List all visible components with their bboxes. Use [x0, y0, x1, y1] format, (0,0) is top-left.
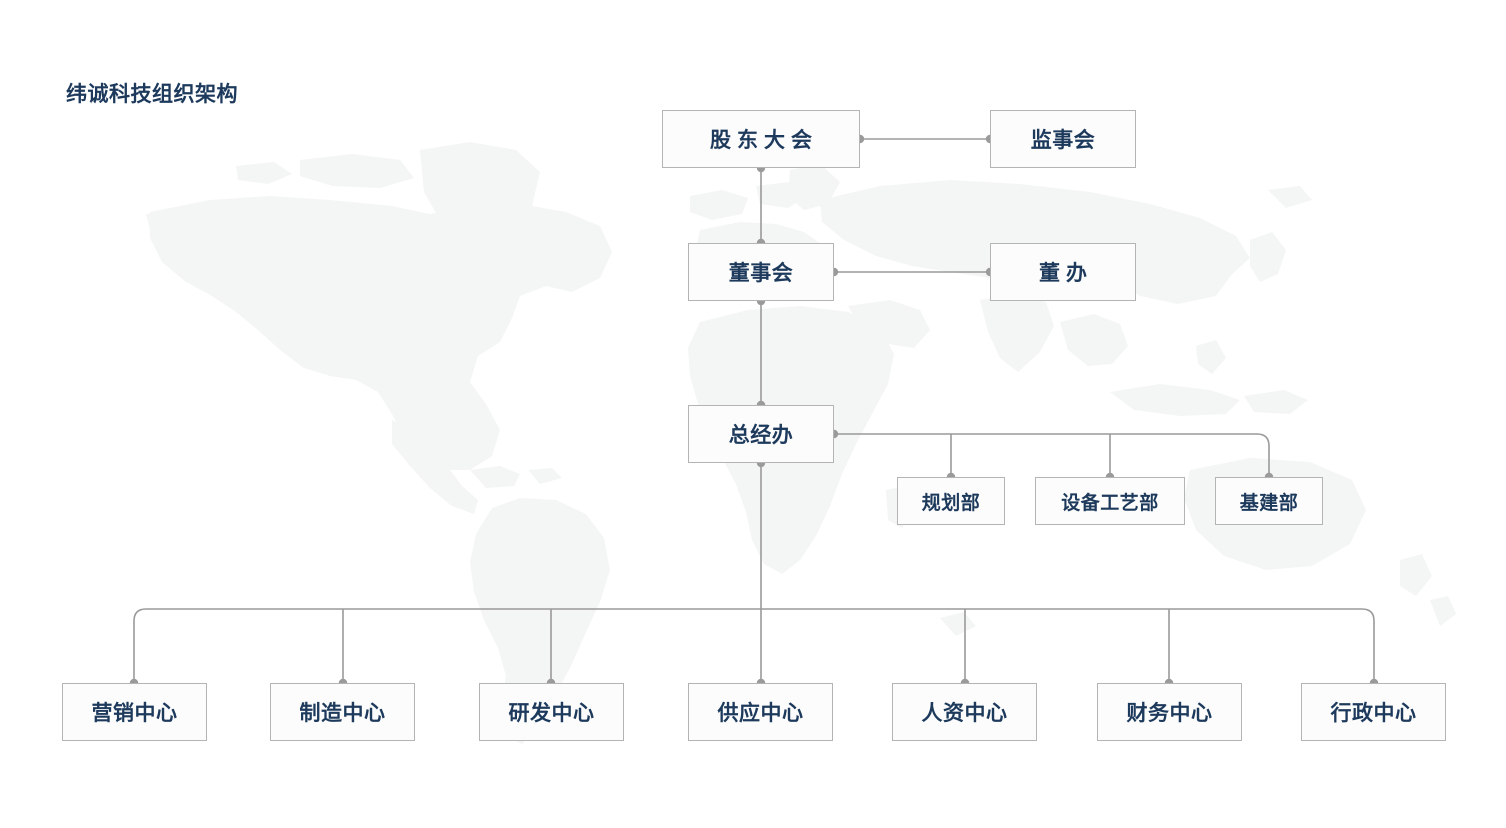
page-title: 纬诚科技组织架构: [66, 83, 238, 106]
node-board-of-directors[interactable]: 董事会: [688, 243, 834, 301]
node-general-manager-office[interactable]: 总经办: [688, 405, 834, 463]
node-rnd-center[interactable]: 研发中心: [479, 683, 624, 741]
node-board-office[interactable]: 董办: [990, 243, 1136, 301]
node-hr-center[interactable]: 人资中心: [892, 683, 1037, 741]
node-capital-construction-department[interactable]: 基建部: [1215, 477, 1323, 525]
node-planning-department[interactable]: 规划部: [897, 477, 1005, 525]
node-shareholders-meeting[interactable]: 股东大会: [662, 110, 860, 168]
node-board-of-supervisors[interactable]: 监事会: [990, 110, 1136, 168]
node-finance-center[interactable]: 财务中心: [1097, 683, 1242, 741]
node-manufacturing-center[interactable]: 制造中心: [270, 683, 415, 741]
node-supply-center[interactable]: 供应中心: [688, 683, 833, 741]
node-marketing-center[interactable]: 营销中心: [62, 683, 207, 741]
node-equipment-process-department[interactable]: 设备工艺部: [1035, 477, 1185, 525]
node-administration-center[interactable]: 行政中心: [1301, 683, 1446, 741]
